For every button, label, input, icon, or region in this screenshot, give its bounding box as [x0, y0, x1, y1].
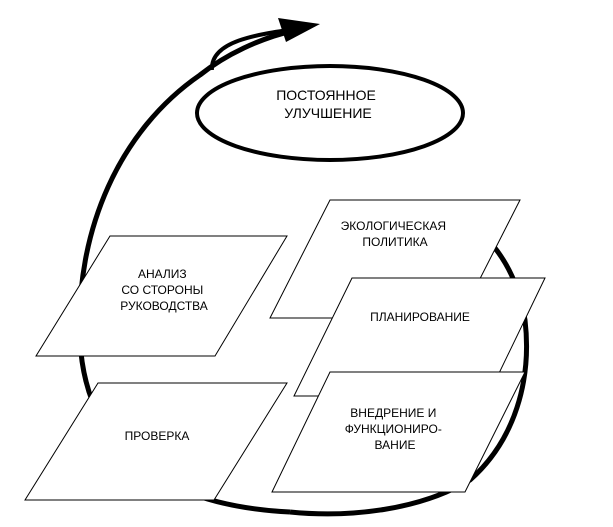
step-review-shape [35, 235, 288, 357]
cycle-arc-right [289, 209, 530, 517]
improvement-line-1: ПОСТОЯННОЕ [276, 87, 376, 103]
step-review-label: АНАЛИЗ СО СТОРОНЫ РУКОВОДСТВА [120, 267, 208, 313]
step-implementation-line-1: ВНЕДРЕНИЕ И [350, 406, 436, 420]
step-implementation: ВНЕДРЕНИЕ И ФУНКЦИОНИРО- ВАНИЕ [271, 371, 526, 493]
step-policy-line-2: ПОЛИТИКА [362, 235, 427, 249]
step-review-line-2: СО СТОРОНЫ [121, 283, 203, 297]
improvement-loop-back [209, 26, 303, 71]
step-implementation-label: ВНЕДРЕНИЕ И ФУНКЦИОНИРО- ВАНИЕ [345, 406, 445, 452]
step-review: АНАЛИЗ СО СТОРОНЫ РУКОВОДСТВА [35, 235, 288, 357]
step-checking-shape [24, 382, 288, 501]
step-implementation-line-3: ВАНИЕ [375, 438, 416, 452]
step-planning-label: ПЛАНИРОВАНИЕ [370, 310, 470, 324]
step-checking: ПРОВЕРКА [24, 382, 288, 501]
improvement-ellipse [195, 64, 465, 162]
improvement-label: ПОСТОЯННОЕ УЛУЧШЕНИЕ [276, 87, 380, 121]
improvement-line-2: УЛУЧШЕНИЕ [284, 105, 372, 121]
step-planning: ПЛАНИРОВАНИЕ [293, 277, 546, 397]
step-policy-label: ЭКОЛОГИЧЕСКАЯ ПОЛИТИКА [341, 219, 450, 249]
step-implementation-shape [271, 371, 526, 493]
step-review-line-3: РУКОВОДСТВА [120, 299, 208, 313]
step-implementation-line-2: ФУНКЦИОНИРО- [345, 422, 442, 436]
continuous-improvement-node: ПОСТОЯННОЕ УЛУЧШЕНИЕ [195, 26, 465, 162]
step-review-line-1: АНАЛИЗ [138, 267, 187, 281]
step-checking-label: ПРОВЕРКА [125, 429, 190, 443]
step-checking-line-1: ПРОВЕРКА [125, 429, 190, 443]
step-policy-line-1: ЭКОЛОГИЧЕСКАЯ [341, 219, 446, 233]
step-planning-line-1: ПЛАНИРОВАНИЕ [370, 310, 470, 324]
